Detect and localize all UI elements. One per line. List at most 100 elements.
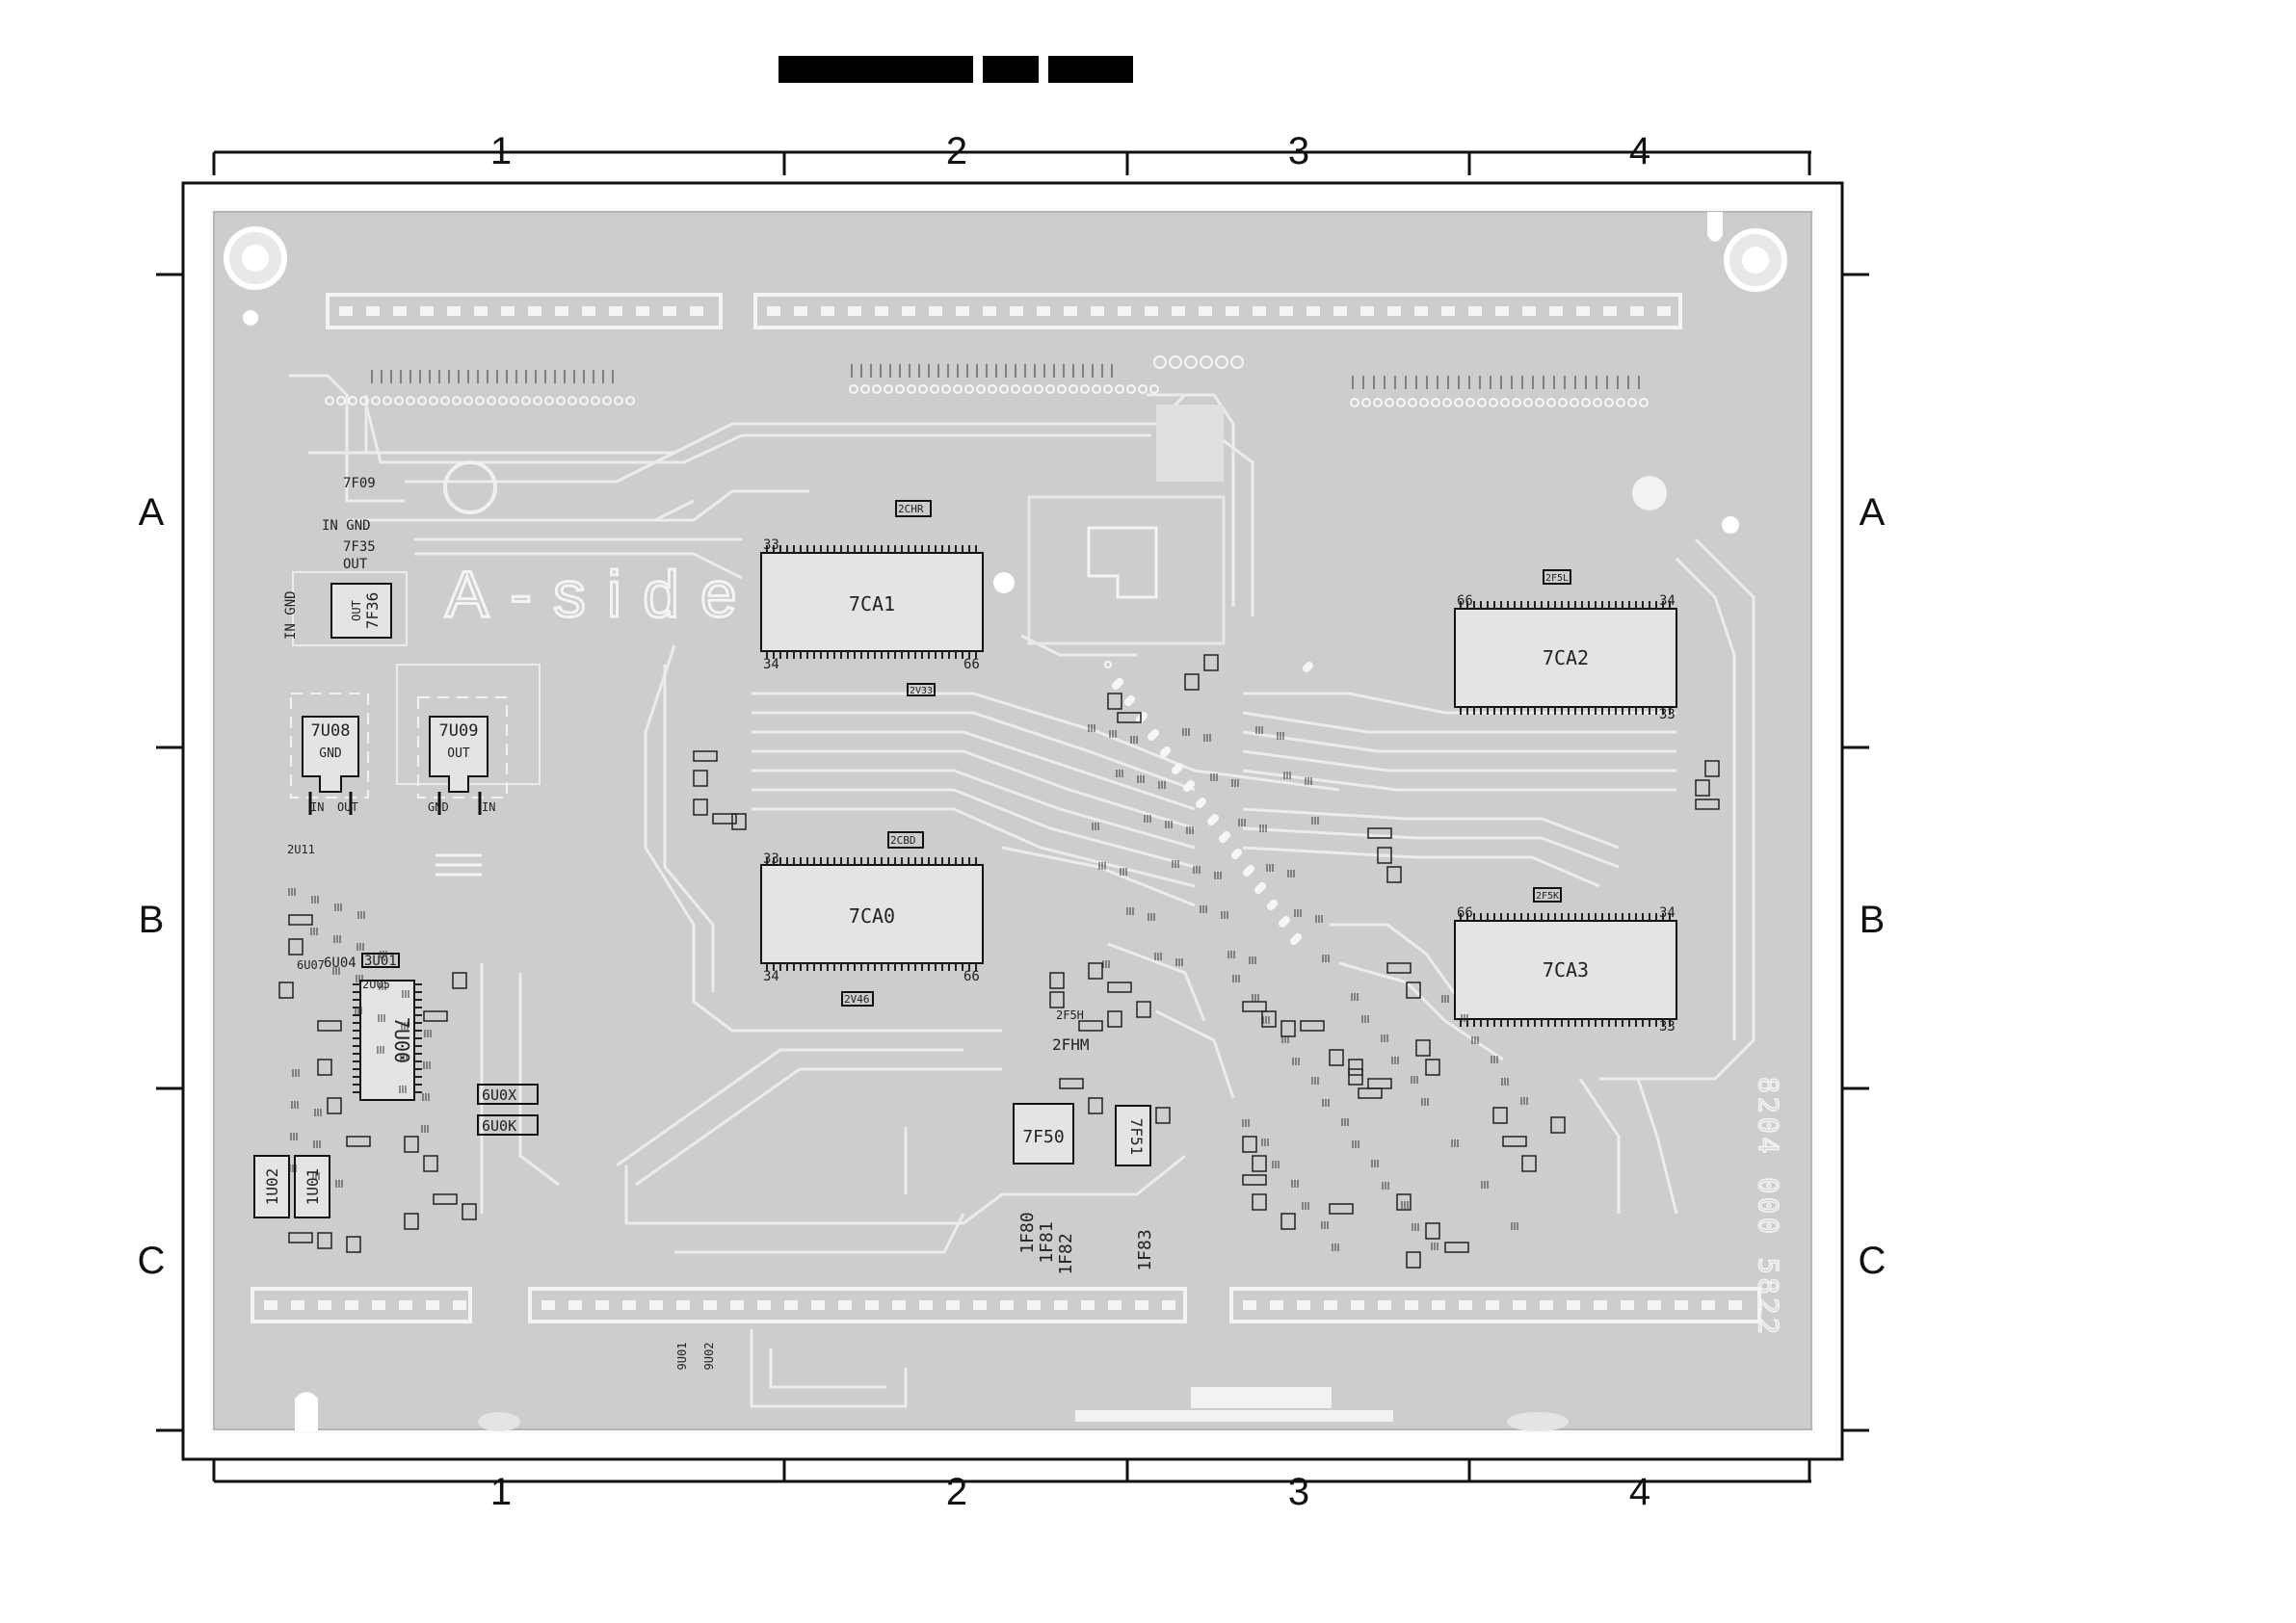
regulator-7u08: 7U08 GND IN OUT: [290, 693, 369, 815]
ic-7ca1-pin-66: 66: [963, 657, 980, 672]
ic-7ca1: 7CA1 33 34 66: [760, 537, 984, 672]
component-2u11-ref: 2U11: [287, 843, 315, 856]
component-9u01-ref: 9U01: [675, 1343, 689, 1371]
grid-row-left-a: A: [139, 491, 165, 534]
white-pad-bottom-2: [1075, 1410, 1393, 1422]
regulator-7f35-ref: 7F35: [343, 539, 376, 555]
component-6u0x: 6U0X: [477, 1084, 539, 1105]
grid-row-right-b: B: [1860, 899, 1886, 941]
ic-7ca0: 7CA0 33 34 66: [760, 851, 984, 984]
ic-7f50: 7F50: [1013, 1103, 1074, 1165]
ic-7ca2-pin-33: 33: [1659, 707, 1676, 722]
component-2f5l-ref: 2F5L: [1545, 573, 1569, 584]
regulator-7f36: 7F36 OUT IN GND: [283, 571, 408, 646]
ic-7ca3-ref: 7CA3: [1543, 958, 1589, 982]
grid-row-left-b: B: [139, 899, 165, 941]
regulator-7f36-side: IN GND: [283, 590, 299, 640]
top-connector-row: [326, 293, 1682, 329]
component-6u0x-ref: 6U0X: [482, 1086, 516, 1104]
grid-col-bottom-3: 3: [1288, 1471, 1309, 1513]
regulator-7f36-out: OUT: [350, 600, 363, 621]
title-block-3: [1048, 56, 1133, 83]
board-outline: [210, 208, 1815, 1433]
smd-label-marks: [288, 364, 1640, 1251]
grid-ruler-bottom: [212, 1460, 1811, 1483]
white-pad-bottom: [1191, 1387, 1332, 1408]
component-2fhm: 2FHM: [1052, 1035, 1090, 1054]
regulator-7u09-ref: 7U09: [439, 721, 479, 741]
grid-col-top-3: 3: [1288, 130, 1309, 172]
component-2fhm-ref: 2FHM: [1052, 1035, 1090, 1054]
ic-7ca2-ref: 7CA2: [1543, 646, 1589, 669]
regulator-7f35: IN GND 7F35 OUT: [322, 518, 376, 572]
regulator-7u09-gnd: GND: [428, 800, 449, 814]
ic-7ca3-pin-34: 34: [1659, 905, 1676, 921]
regulator-7u08-in: IN: [310, 800, 324, 814]
component-6u0k-ref: 6U0K: [482, 1117, 516, 1135]
component-6u07-ref: 6U07: [297, 958, 325, 972]
component-1f80-ref: 1F80: [1017, 1212, 1038, 1253]
bottom-connector-row: [251, 1287, 1761, 1323]
component-6u0k: 6U0K: [477, 1114, 539, 1136]
smd-parts: [278, 654, 1720, 1269]
shield-footprint: [1027, 495, 1226, 645]
component-1u02: 1U02: [253, 1155, 290, 1218]
regulator-7f35-in-gnd: IN GND: [322, 518, 371, 534]
grid-col-top-4: 4: [1629, 130, 1650, 172]
regulator-7u08-gnd: GND: [319, 746, 342, 761]
component-2chr: 2CHR: [895, 500, 932, 517]
grid-col-top-2: 2: [946, 130, 967, 172]
ic-7ca0-pin-66: 66: [963, 969, 980, 984]
component-1f81-ref: 1F81: [1037, 1221, 1057, 1263]
regulator-7u09-in: IN: [482, 800, 495, 814]
component-2v33: 2V33: [907, 683, 936, 696]
ic-7u00: 7U00: [353, 980, 422, 1101]
component-2f5l: 2F5L: [1543, 569, 1571, 585]
ic-7ca1-pin-34: 34: [763, 657, 779, 672]
ic-7ca2: 7CA2 66 34 33: [1454, 593, 1677, 722]
grid-col-bottom-1: 1: [490, 1471, 512, 1513]
component-2cbd: 2CBD: [887, 831, 924, 849]
ic-7ca1-ref: 7CA1: [849, 592, 895, 615]
regulator-7u09: 7U09 OUT GND IN: [396, 664, 541, 877]
component-2u05-ref: 2U05: [362, 978, 390, 991]
grid-row-right-a: A: [1860, 491, 1886, 534]
component-2v46-ref: 2V46: [844, 993, 870, 1006]
grid-ruler-right: [1842, 273, 1869, 1432]
ic-7ca0-pin-34: 34: [763, 969, 779, 984]
regulator-7u08-ref: 7U08: [311, 721, 351, 741]
grid-col-top-1: 1: [490, 130, 512, 172]
regulator-7f36-ref: 7F36: [363, 592, 382, 630]
via-field: [325, 355, 1649, 945]
grid-col-bottom-4: 4: [1629, 1471, 1650, 1513]
ic-7ca0-ref: 7CA0: [849, 904, 895, 928]
component-2cbd-ref: 2CBD: [890, 834, 916, 847]
ic-7ca3-pin-66: 66: [1457, 905, 1473, 921]
component-1f82-ref: 1F82: [1056, 1233, 1076, 1274]
regulator-7u09-out: OUT: [447, 746, 470, 761]
pcb-board: [210, 208, 1815, 1433]
component-9u02-ref: 9U02: [702, 1343, 716, 1371]
regulator-7f35-out: OUT: [343, 557, 368, 572]
grid-row-right-c: C: [1859, 1240, 1887, 1282]
trace-bundles: [289, 374, 1755, 1408]
regulator-7u08-out: OUT: [337, 800, 358, 814]
component-1u02-ref: 1U02: [263, 1168, 281, 1206]
ic-7f51-ref: 7F51: [1127, 1118, 1146, 1156]
title-block-1: [779, 56, 973, 83]
component-1f83-ref: 1F83: [1135, 1229, 1155, 1270]
component-2f5k: 2F5K: [1533, 887, 1562, 903]
ic-7ca1-pin-33: 33: [763, 537, 779, 553]
grid-row-left-c: C: [138, 1240, 166, 1282]
ic-7ca2-pin-66: 66: [1457, 593, 1473, 609]
ic-7ca3-pin-33: 33: [1659, 1019, 1676, 1034]
component-1u01: 1U01: [294, 1155, 330, 1218]
component-2f5k-ref: 2F5K: [1536, 891, 1559, 902]
component-1u01-ref: 1U01: [303, 1168, 322, 1206]
component-3u01-ref: 3U01: [364, 954, 397, 969]
ic-7ca0-pin-33: 33: [763, 851, 779, 867]
component-2chr-ref: 2CHR: [898, 503, 924, 515]
grid-ruler-left: [156, 273, 183, 1432]
top-connector-pads: [339, 306, 1671, 316]
